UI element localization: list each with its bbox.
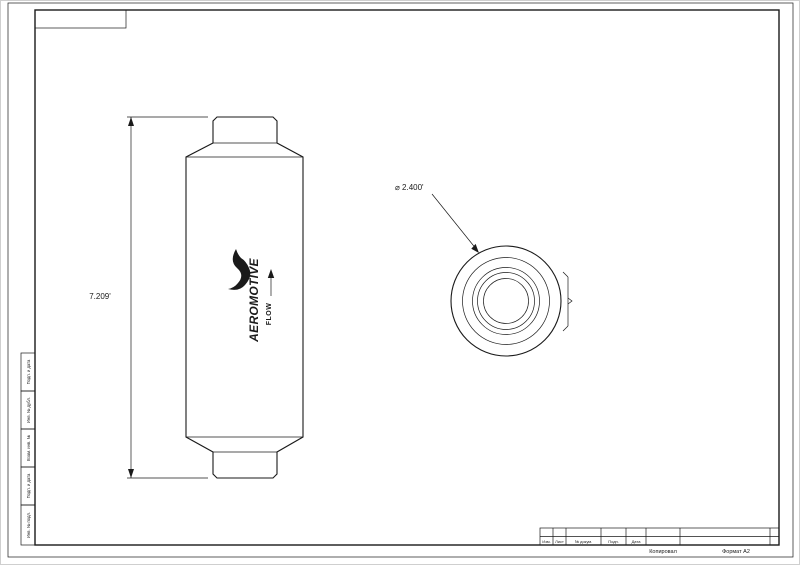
end-view: ⌀ 2.400': [395, 183, 573, 357]
copied-label: Копировал: [649, 549, 677, 555]
aeromotive-emblem-icon: [228, 249, 251, 290]
outer-diameter-circle: [450, 245, 562, 357]
flow-marking: FLOW: [266, 269, 275, 326]
port-bore-circle: [483, 278, 529, 324]
revision-strip: Подп. и дата Инв. № дубл. Взам. инв. № П…: [20, 352, 36, 546]
stamp-label: Подп. и дата: [26, 359, 31, 384]
drawing-frame: [7, 2, 794, 558]
port-outer-circle: [472, 267, 540, 335]
clip-tab: [567, 297, 573, 305]
height-dimension: 7.209': [89, 116, 208, 479]
format-label: Формат А2: [722, 549, 750, 555]
title-block: Изм. Лист № докум. Подп. Дата Копировал …: [539, 527, 780, 555]
inner-border: [34, 9, 780, 546]
flow-arrow-head-icon: [267, 269, 275, 278]
clip-tick-top: [562, 271, 569, 278]
corner-reference-box: [34, 9, 127, 29]
leader-arrow-icon: [471, 243, 479, 253]
side-view: AEROMOTIVE FLOW 7.209': [89, 116, 304, 479]
diameter-dimension-label: ⌀ 2.400': [395, 183, 424, 192]
title-block-header: Подп.: [608, 539, 619, 544]
port-mid-circle: [477, 272, 535, 330]
title-block-header: Дата: [632, 539, 642, 544]
brand-logo-text: AEROMOTIVE: [247, 257, 261, 342]
outer-border: [7, 2, 794, 558]
stamp-label: Инв. № подл.: [26, 512, 31, 538]
diameter-dimension: ⌀ 2.400': [395, 183, 479, 253]
stamp-label: Подп. и дата: [26, 473, 31, 498]
leader-line: [431, 193, 478, 251]
title-block-header: Изм.: [542, 539, 551, 544]
dimension-arrow-up-icon: [128, 117, 134, 126]
stamp-cell: [20, 504, 36, 546]
flow-label: FLOW: [266, 303, 273, 326]
dimension-arrow-down-icon: [128, 469, 134, 478]
filter-body-outline: [185, 116, 304, 479]
title-block-header: Лист: [555, 539, 564, 544]
aeromotive-logo: AEROMOTIVE: [228, 249, 261, 343]
stamp-label: Взам. инв. №: [26, 435, 31, 461]
shoulder-circle: [462, 257, 550, 345]
height-dimension-label: 7.209': [89, 292, 111, 301]
clip-tick-bottom: [562, 325, 569, 332]
stamp-label: Инв. № дубл.: [26, 397, 31, 423]
title-block-header: № докум.: [575, 539, 593, 544]
retaining-clip: [562, 271, 573, 332]
